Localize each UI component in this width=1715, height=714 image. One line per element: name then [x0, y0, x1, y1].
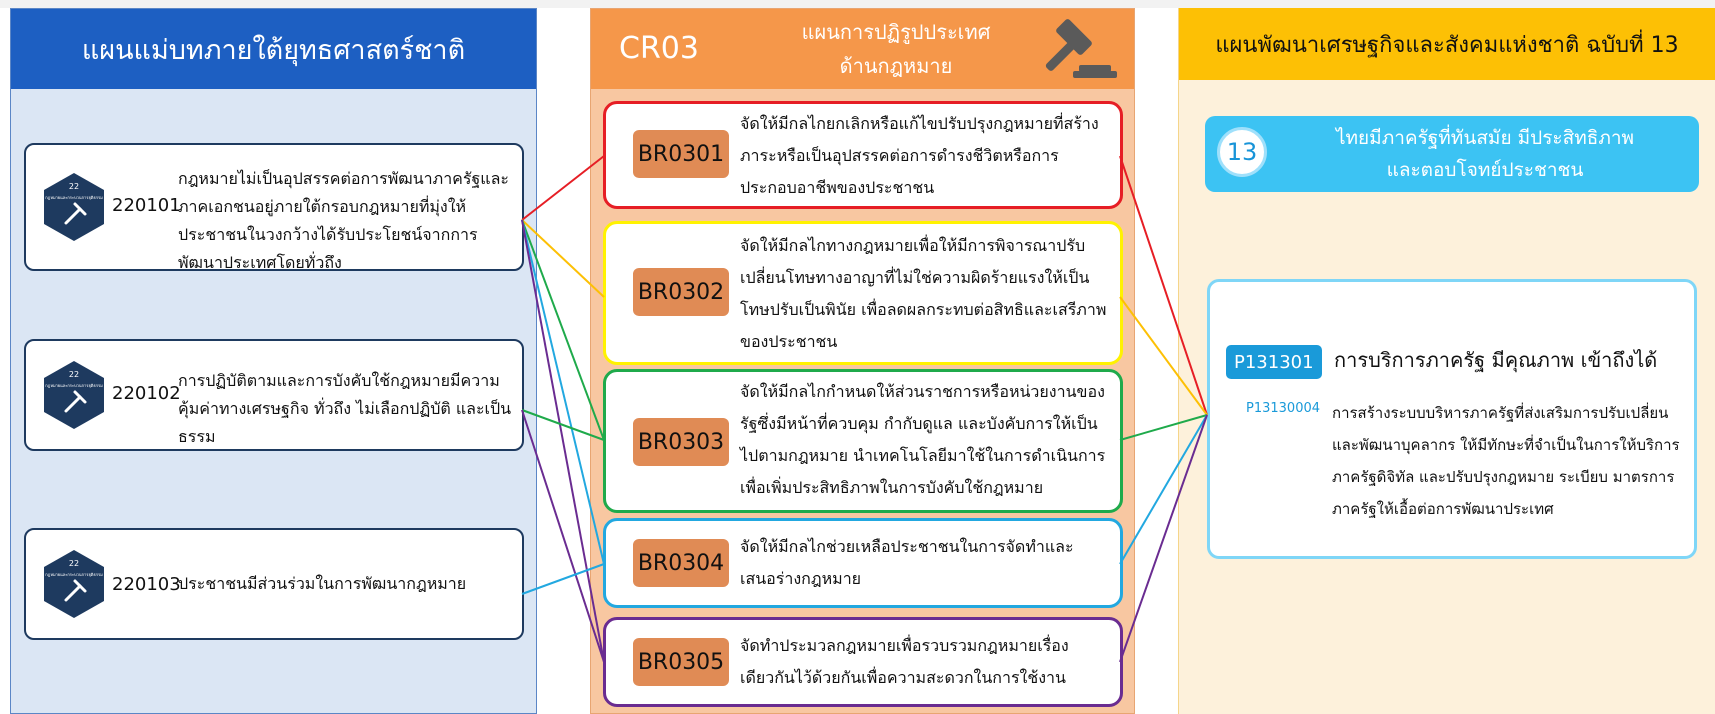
reform-plan-column: CR03 แผนการปฏิรูปประเทศ ด้านกฎหมาย BR030… [590, 8, 1135, 714]
connector-220101-br0302 [521, 219, 605, 298]
law-hexagon-icon: 22 กฎหมายและกระบวนการยุติธรรม [44, 361, 104, 429]
milestone-title-line2: และตอบโจทย์ประชาชน [1386, 159, 1584, 181]
badge-caption: กฎหมายและกระบวนการยุติธรรม [45, 572, 103, 578]
milestone-title: ไทยมีภาครัฐที่ทันสมัย มีประสิทธิภาพ และต… [1285, 122, 1685, 186]
connector-br0305-p131301 [1119, 414, 1208, 663]
reform-item-text: จัดให้มีกลไกยกเลิกหรือแก้ไขปรับปรุงกฎหมา… [740, 114, 1099, 197]
plan-item-220101[interactable]: 22 กฎหมายและกระบวนการยุติธรรม 220101 กฎห… [24, 143, 524, 272]
reform-item-br0305[interactable]: BR0305 จัดทำประมวลกฎหมายเพื่อรวบรวมกฎหมา… [603, 617, 1123, 707]
plan-item-text: กฎหมายไม่เป็นอุปสรรคต่อการพัฒนาภาครัฐและ… [178, 169, 510, 272]
law-hexagon-icon: 22 กฎหมายและกระบวนการยุติธรรม [44, 173, 104, 241]
plan-item-code: 220101 [112, 195, 181, 216]
milestone-13-banner[interactable]: 13 ไทยมีภาครัฐที่ทันสมัย มีประสิทธิภาพ แ… [1205, 116, 1699, 192]
reform-plan-header: CR03 แผนการปฏิรูปประเทศ ด้านกฎหมาย [591, 9, 1134, 89]
gavel-icon [1045, 19, 1117, 78]
badge-number: 22 [69, 182, 79, 191]
connector-br0301-p131301 [1119, 155, 1208, 416]
reform-item-code: BR0304 [633, 539, 729, 587]
national-plan-header: แผนพัฒนาเศรษฐกิจและสังคมแห่งชาติ ฉบับที่… [1179, 8, 1715, 80]
reform-item-br0301[interactable]: BR0301 จัดให้มีกลไกยกเลิกหรือแก้ไขปรับปร… [603, 101, 1123, 209]
plan-item-code: 220102 [112, 383, 181, 404]
reform-item-br0304[interactable]: BR0304 จัดให้มีกลไกช่วยเหลือประชาชนในการ… [603, 518, 1123, 608]
target-title: การบริการภาครัฐ มีคุณภาพ เข้าถึงได้ [1334, 348, 1658, 372]
reform-plan-title-line1: แผนการปฏิรูปประเทศ [801, 20, 991, 44]
plan-item-220103[interactable]: 22 กฎหมายและกระบวนการยุติธรรม 220103 ประ… [24, 528, 524, 640]
plan-item-text: ประชาชนมีส่วนร่วมในการพัฒนากฎหมาย [178, 574, 467, 593]
milestone-number-badge: 13 [1217, 127, 1267, 177]
badge-caption: กฎหมายและกระบวนการยุติธรรม [45, 195, 103, 201]
master-plan-column: แผนแม่บทภายใต้ยุทธศาสตร์ชาติ 22 กฎหมายแล… [10, 8, 537, 714]
connector-220101-br0304 [521, 219, 605, 565]
connector-br0303-p131301 [1119, 414, 1208, 441]
top-strip [0, 0, 1715, 8]
plan-item-220102[interactable]: 22 กฎหมายและกระบวนการยุติธรรม 220102 การ… [24, 339, 524, 451]
milestone-title-line1: ไทยมีภาครัฐที่ทันสมัย มีประสิทธิภาพ [1335, 127, 1635, 149]
connector-220102-br0305 [521, 409, 605, 663]
reform-item-code: BR0305 [633, 638, 729, 686]
connector-220103-br0304 [521, 563, 605, 595]
reform-item-br0303[interactable]: BR0303 จัดให้มีกลไกกำหนดให้ส่วนราชการหรื… [603, 369, 1123, 513]
law-hexagon-icon: 22 กฎหมายและกระบวนการยุติธรรม [44, 550, 104, 618]
reform-item-text: จัดให้มีกลไกช่วยเหลือประชาชนในการจัดทำแล… [740, 537, 1074, 588]
reform-item-text: จัดให้มีกลไกทางกฎหมายเพื่อให้มีการพิจารณ… [740, 236, 1107, 351]
reform-item-code: BR0301 [633, 130, 729, 178]
reform-item-br0302[interactable]: BR0302 จัดให้มีกลไกทางกฎหมายเพื่อให้มีกา… [603, 221, 1123, 365]
connector-220101-br0305 [521, 219, 605, 663]
connector-220102-br0303 [521, 409, 605, 441]
plan-item-text: การปฏิบัติตามและการบังคับใช้กฎหมายมีความ… [178, 371, 512, 446]
reform-plan-code: CR03 [619, 31, 699, 66]
badge-number: 22 [69, 559, 79, 568]
sub-target-text: การสร้างระบบบริหารภาครัฐที่ส่งเสริมการปร… [1332, 404, 1680, 518]
national-plan-column: แผนพัฒนาเศรษฐกิจและสังคมแห่งชาติ ฉบับที่… [1178, 8, 1715, 714]
badge-caption: กฎหมายและกระบวนการยุติธรรม [45, 383, 103, 389]
plan-item-code: 220103 [112, 574, 181, 595]
reform-item-text: จัดให้มีกลไกกำหนดให้ส่วนราชการหรือหน่วยง… [740, 382, 1106, 497]
connector-220101-br0301 [521, 155, 605, 221]
reform-item-code: BR0303 [633, 418, 729, 466]
target-box-p131301[interactable]: P131301 การบริการภาครัฐ มีคุณภาพ เข้าถึง… [1207, 279, 1697, 559]
reform-item-text: จัดทำประมวลกฎหมายเพื่อรวบรวมกฎหมายเรื่อง… [740, 636, 1069, 687]
badge-number: 22 [69, 370, 79, 379]
sub-target-code: P13130004 [1246, 401, 1321, 416]
connector-br0302-p131301 [1119, 296, 1208, 416]
target-code-badge: P131301 [1226, 345, 1322, 379]
connector-220101-br0303 [521, 219, 605, 441]
reform-plan-title-line2: ด้านกฎหมาย [839, 54, 953, 78]
master-plan-header: แผนแม่บทภายใต้ยุทธศาสตร์ชาติ [11, 9, 536, 89]
reform-plan-title: แผนการปฏิรูปประเทศ ด้านกฎหมาย [746, 15, 1046, 83]
reform-item-code: BR0302 [633, 268, 729, 316]
connector-br0304-p131301 [1119, 414, 1208, 565]
